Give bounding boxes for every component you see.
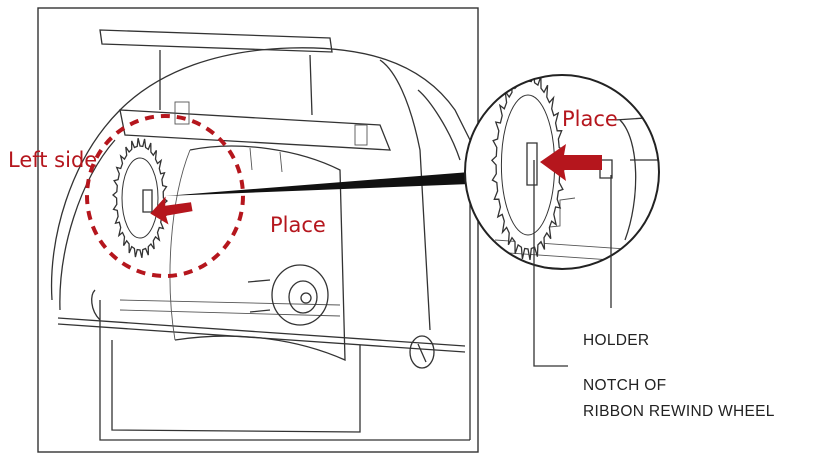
notch-leader-line (533, 160, 568, 367)
gear-teeth (490, 75, 566, 261)
left-side-highlight-circle (85, 114, 245, 278)
left-side-label: Left side (8, 148, 97, 172)
illustration-frame (37, 7, 479, 453)
gear-hub (121, 157, 159, 239)
notch-label-line2: RIBBON REWIND WHEEL (583, 403, 775, 420)
place-label-zoom: Place (562, 107, 618, 131)
zoom-arrow-icon (540, 144, 602, 181)
gear-teeth (111, 138, 169, 258)
notch-label-line1: NOTCH OF (583, 377, 666, 394)
printer-body (50, 29, 471, 441)
arrow-icon (150, 196, 193, 225)
zoom-detail (465, 75, 659, 269)
place-label-main: Place (270, 213, 326, 237)
holder-label: HOLDER (583, 332, 649, 349)
gear-wheel-icon (111, 138, 169, 258)
zoom-connector (165, 172, 470, 196)
magnifier-circle-icon (464, 74, 660, 270)
